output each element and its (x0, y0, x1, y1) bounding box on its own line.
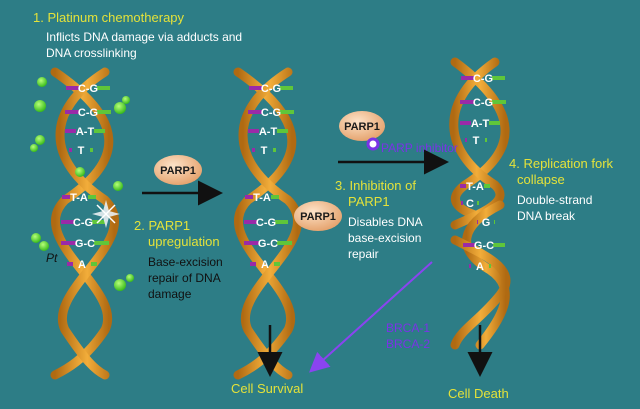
pt-atom-icon (75, 167, 85, 177)
strand-a-upper (450, 57, 510, 220)
cell-survival-label: Cell Survival (231, 381, 303, 396)
pt-atom-icon (31, 233, 41, 243)
base-pair-label: C-G (256, 217, 276, 229)
base-pair-label: C-G (78, 107, 98, 119)
base-pair-label: A-T (259, 126, 278, 138)
base-pair-label: A-T (76, 126, 95, 138)
step2-title-line2: upregulation (148, 234, 220, 249)
dna-helix-3-broken: C-G C-G A-T T T-A CG G-C A (449, 57, 511, 350)
parp1-blob (154, 155, 202, 185)
step3-title-line2: PARP1 (348, 194, 390, 209)
base-pair-label: G-C (258, 238, 278, 250)
base-pair-label: T (261, 145, 268, 157)
base-pair-label: T-A (466, 181, 484, 193)
base-pair-label: C-G (78, 83, 98, 95)
step2-desc-line2: repair of DNA (148, 271, 221, 285)
parp1-inhibited-label: PARP1 (344, 121, 380, 133)
pt-atom-icon (34, 100, 46, 112)
base-pair-label: C-G (261, 83, 281, 95)
pt-atom-icon (114, 102, 126, 114)
base-pair-group: C-G C-G A-T T T-A CG G-C A (460, 73, 506, 273)
step4-title-line2: collapse (517, 172, 565, 187)
step4-desc-line1: Double-strand (517, 193, 592, 207)
base-pair-label: G (482, 217, 491, 229)
parp1-bound-label: PARP1 (300, 211, 336, 223)
pt-atom-icon (122, 96, 130, 104)
pt-atom-icon (126, 274, 134, 282)
base-pair-label: C (466, 198, 474, 210)
step1-title: 1. Platinum chemotherapy (33, 10, 185, 25)
pt-atom-icon (37, 77, 47, 87)
brca1-label: BRCA-1 (386, 321, 430, 335)
strand-b-lower (450, 235, 511, 350)
base-pair-label: C-G (73, 217, 93, 229)
strand-a-lower (462, 200, 510, 350)
base-pair-label: G-C (75, 238, 95, 250)
strand-b (238, 67, 302, 380)
base-pair-label: C-G (261, 107, 281, 119)
strand-a (50, 67, 114, 380)
step3-desc-line2: base-excision (348, 231, 421, 245)
step1-desc-line1: Inflicts DNA damage via adducts and (46, 30, 242, 44)
platinum-adducts: Pt (30, 77, 134, 291)
step2-desc-line1: Base-excision (148, 255, 223, 269)
pt-label: Pt (46, 251, 58, 265)
base-pair-label: C-G (473, 73, 493, 85)
base-pair-group: C-G C-G A-T T T-A C-G G-C A (244, 83, 294, 271)
dna-helix-1: C-G C-G A-T T T-A C-G G-C A (50, 67, 119, 380)
pt-atom-icon (113, 181, 123, 191)
parp-inhibitor-icon (366, 137, 380, 151)
dna-helix-2: C-G C-G A-T T T-A C-G G-C A (233, 67, 302, 380)
base-pair-label: C-G (473, 97, 493, 109)
step2-desc-line3: damage (148, 287, 192, 301)
pt-atom-icon (30, 144, 38, 152)
base-pair-group: C-G C-G A-T T T-A C-G G-C A (61, 83, 111, 271)
base-pair-label: A (261, 259, 269, 271)
step3-desc-line1: Disables DNA (348, 215, 423, 229)
base-pair-label: T-A (253, 192, 271, 204)
step2-title-line1: 2. PARP1 (134, 218, 190, 233)
pt-atom-icon (39, 241, 49, 251)
brca2-label: BRCA-2 (386, 337, 430, 351)
pt-atom-icon (114, 279, 126, 291)
arrow-brca-rescue (309, 261, 433, 373)
parp-inhibitor-label: PARP inhibitor (381, 141, 458, 155)
base-pair-label: T (78, 145, 85, 157)
base-pair-label: A-T (471, 118, 490, 130)
step3-title-line1: 3. Inhibition of (335, 178, 416, 193)
parp1-label: PARP1 (160, 165, 196, 177)
pt-atom-icon (35, 135, 45, 145)
step4-desc-line2: DNA break (517, 209, 576, 223)
parp1-inhibited-blob (339, 111, 385, 141)
step4-title-line1: 4. Replication fork (509, 156, 614, 171)
cell-death-label: Cell Death (448, 386, 509, 401)
base-pair-label: T (473, 135, 480, 147)
base-pair-label: A (78, 259, 86, 271)
base-pair-label: G-C (474, 240, 494, 252)
parp1-bound-blob (294, 201, 342, 231)
base-pair-label: A (476, 261, 484, 273)
dna-damage-burst-icon (92, 200, 120, 228)
step3-desc-line3: repair (348, 247, 379, 261)
step1-desc-line2: DNA crosslinking (46, 46, 137, 60)
strand-b (55, 67, 119, 380)
strand-a (233, 67, 297, 380)
base-pair-label: T-A (70, 192, 88, 204)
